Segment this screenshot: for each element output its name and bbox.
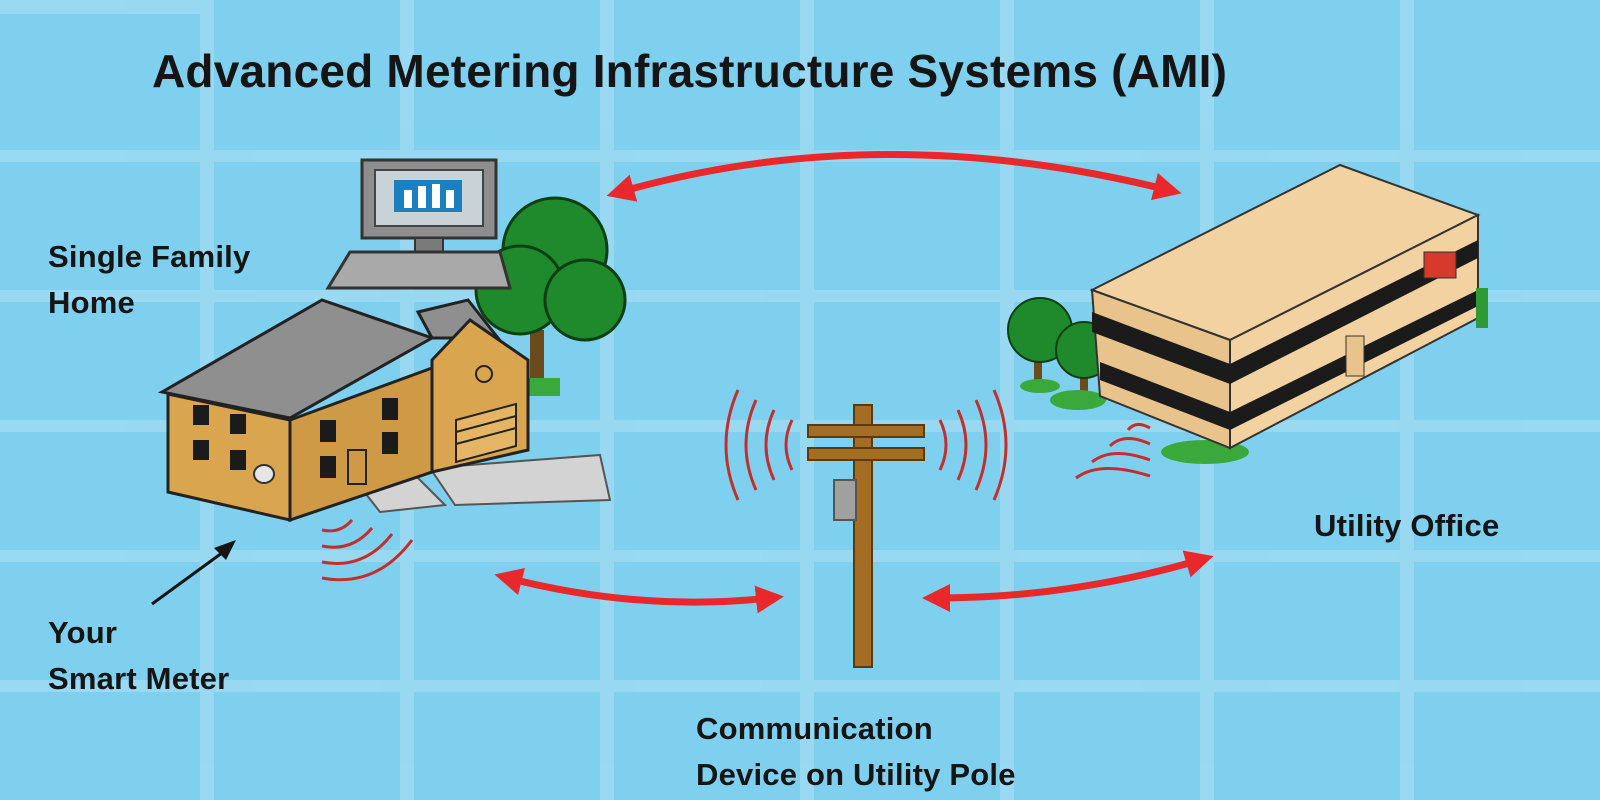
tree-icon: [474, 196, 627, 396]
communication-label-line2: Device on Utility Pole: [696, 757, 1016, 792]
home-label: Single Family Home: [48, 234, 250, 326]
house-icon: [157, 298, 612, 523]
utility-pole-icon: [807, 404, 925, 668]
diagram-title: Advanced Metering Infrastructure Systems…: [152, 45, 1228, 97]
wireless-signal-icon: [1075, 423, 1151, 480]
communication-label-line1: Communication: [696, 711, 933, 746]
bidirectional-arrow-icon: [922, 550, 1214, 612]
home-label-line1: Single Family: [48, 239, 251, 274]
communication-device-label: Communication Device on Utility Pole: [696, 706, 1016, 798]
smart-meter-label-line1: Your: [48, 615, 118, 650]
wireless-signal-icon: [724, 389, 1008, 501]
smart-meter-label: Your Smart Meter: [48, 610, 229, 702]
office-building-icon: [1089, 163, 1488, 464]
pointer-arrow-icon: [151, 540, 236, 606]
utility-office-label: Utility Office: [1314, 508, 1500, 543]
wireless-signal-icon: [321, 518, 414, 582]
home-label-line2: Home: [48, 285, 135, 320]
bidirectional-arrow-icon: [494, 567, 784, 614]
smart-meter-label-line2: Smart Meter: [48, 661, 230, 696]
bidirectional-arrow-icon: [606, 151, 1182, 202]
computer-icon: [325, 158, 512, 290]
